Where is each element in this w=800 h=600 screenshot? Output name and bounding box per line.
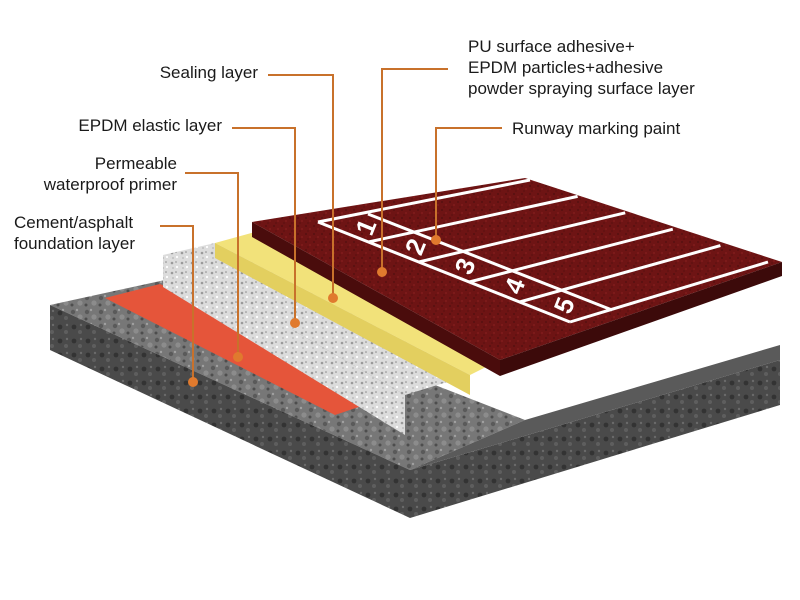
foundation-right-top: [410, 345, 780, 470]
dot-foundation: [188, 377, 198, 387]
lane-number-box-line: [367, 212, 613, 312]
lane-line: [368, 194, 578, 244]
dot-sealing: [328, 293, 338, 303]
dot-surface: [377, 267, 387, 277]
label-epdm-elastic-layer: EPDM elastic layer: [78, 116, 222, 135]
track-front: [252, 222, 500, 376]
lane-line: [418, 211, 626, 264]
leader-lines: [160, 68, 502, 382]
leader-epdm: [232, 127, 296, 323]
epdm-front: [163, 255, 405, 435]
label-surface-layer: PU surface adhesive+ EPDM particles+adhe…: [468, 37, 695, 98]
foundation-front: [50, 305, 410, 518]
sealing-front: [215, 243, 470, 395]
label-foundation-layer: Cement/asphalt foundation layer: [14, 213, 135, 253]
label-sealing-layer: Sealing layer: [159, 63, 258, 82]
sealing-top: [215, 232, 500, 375]
leader-surface: [381, 68, 448, 272]
foundation-right-side: [410, 360, 780, 518]
leader-dots: [188, 235, 441, 387]
dot-epdm: [290, 318, 300, 328]
label-permeable-primer: Permeable waterproof primer: [43, 154, 177, 194]
track-right-side: [500, 262, 782, 376]
leader-primer: [185, 172, 239, 357]
epdm-top: [163, 243, 470, 395]
sealing-layer: [215, 232, 500, 395]
lane-line: [569, 260, 769, 324]
leader-foundation: [160, 225, 194, 382]
dot-primer: [233, 352, 243, 362]
lane-start-line: [317, 220, 571, 324]
leader-marking: [435, 127, 502, 240]
lane-line: [519, 244, 721, 304]
leader-sealing: [268, 74, 334, 298]
lane-line: [468, 227, 674, 284]
epdm-elastic-layer: [163, 243, 470, 435]
lane-line: [317, 178, 531, 224]
label-runway-marking-paint: Runway marking paint: [512, 119, 681, 138]
dot-marking: [431, 235, 441, 245]
